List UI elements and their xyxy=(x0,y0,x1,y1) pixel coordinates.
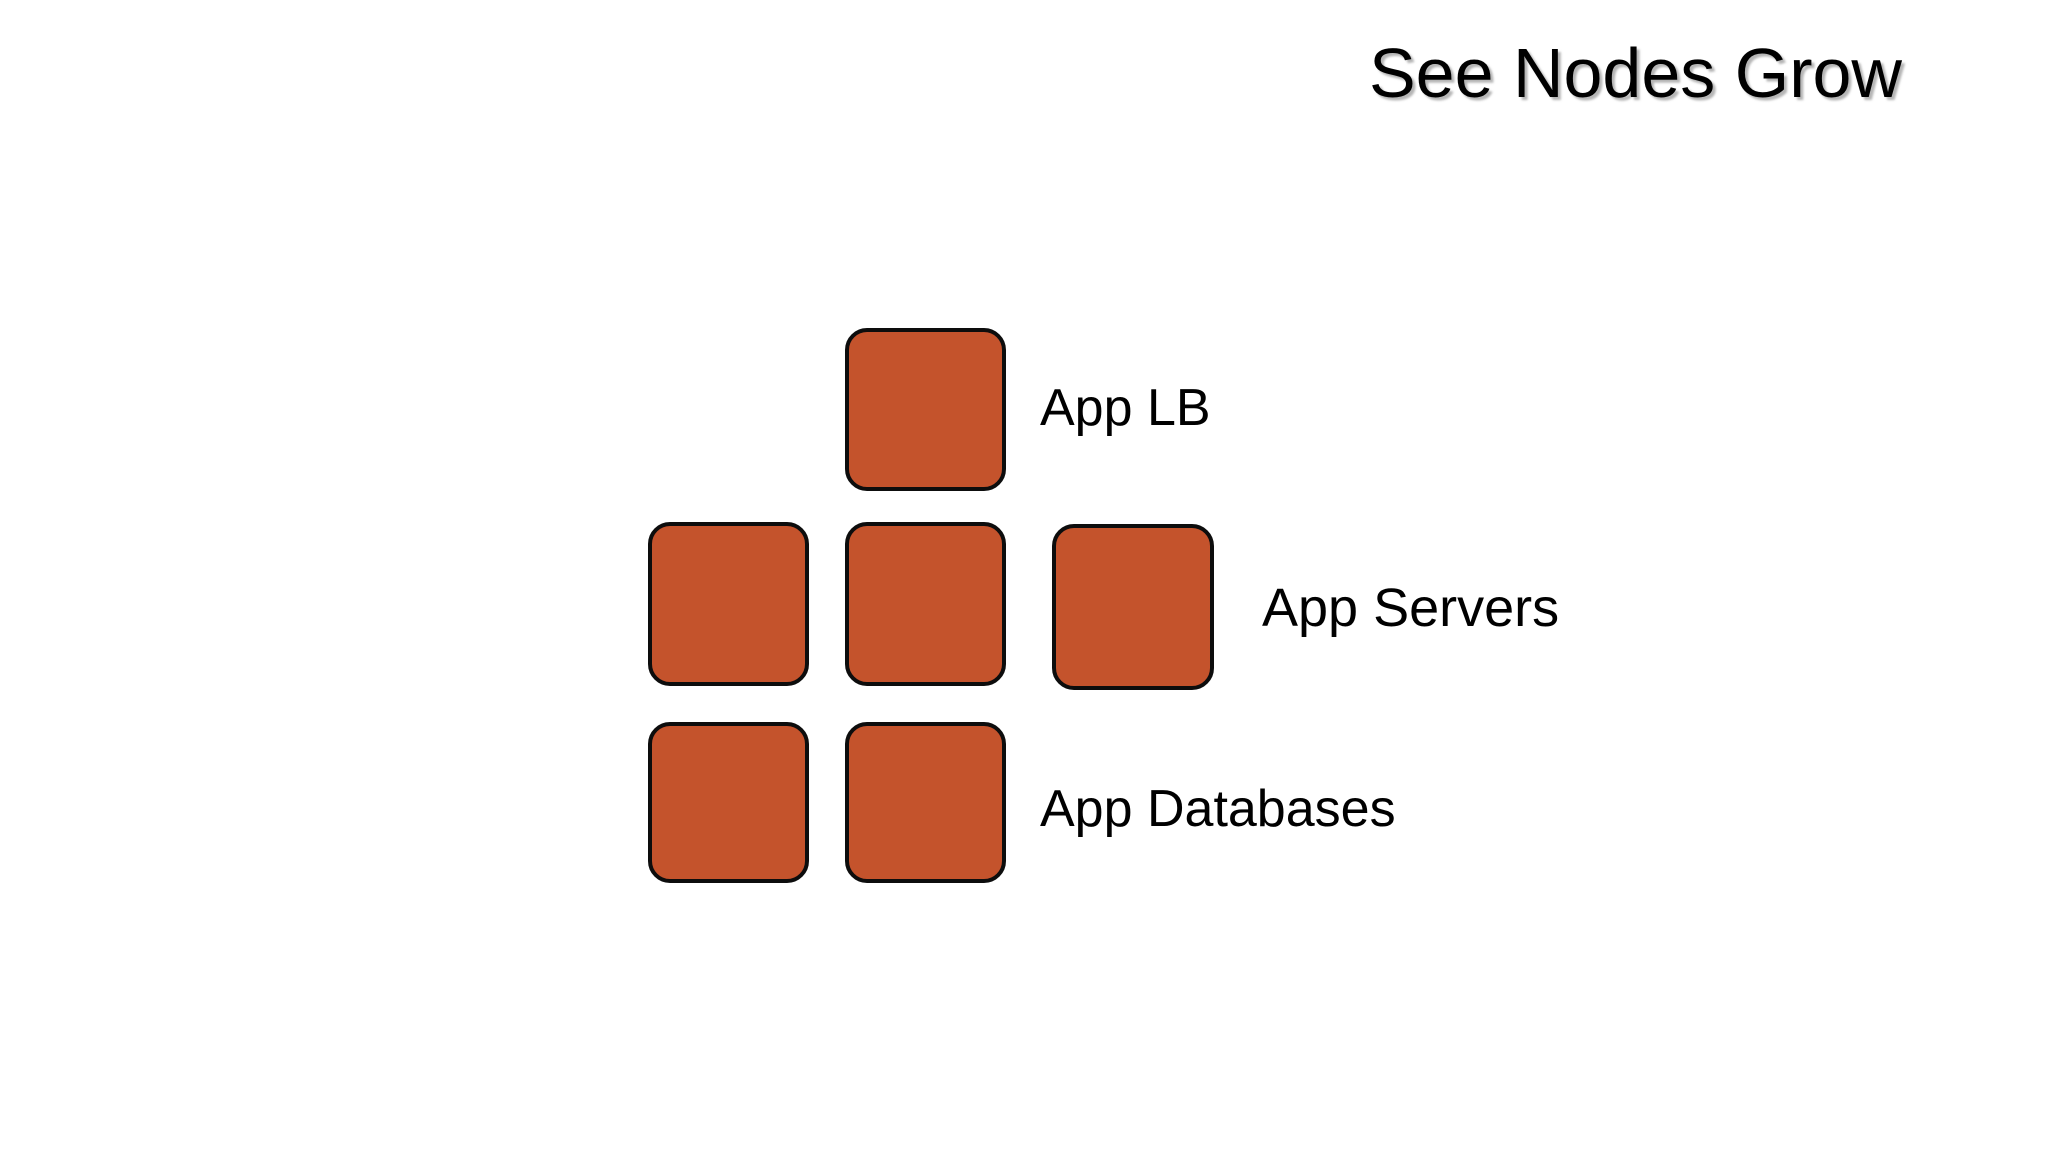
row-label-app-servers: App Servers xyxy=(1262,578,1560,638)
node-app-database-1[interactable] xyxy=(648,722,809,883)
node-app-server-1[interactable] xyxy=(648,522,809,686)
node-app-lb-1[interactable] xyxy=(845,328,1006,491)
node-app-server-2[interactable] xyxy=(845,522,1006,686)
page-title: See Nodes Grow xyxy=(1368,34,1902,112)
node-app-database-2[interactable] xyxy=(845,722,1006,883)
node-app-server-3[interactable] xyxy=(1052,524,1214,690)
row-label-app-lb: App LB xyxy=(1040,379,1211,437)
row-label-app-databases: App Databases xyxy=(1040,780,1396,838)
